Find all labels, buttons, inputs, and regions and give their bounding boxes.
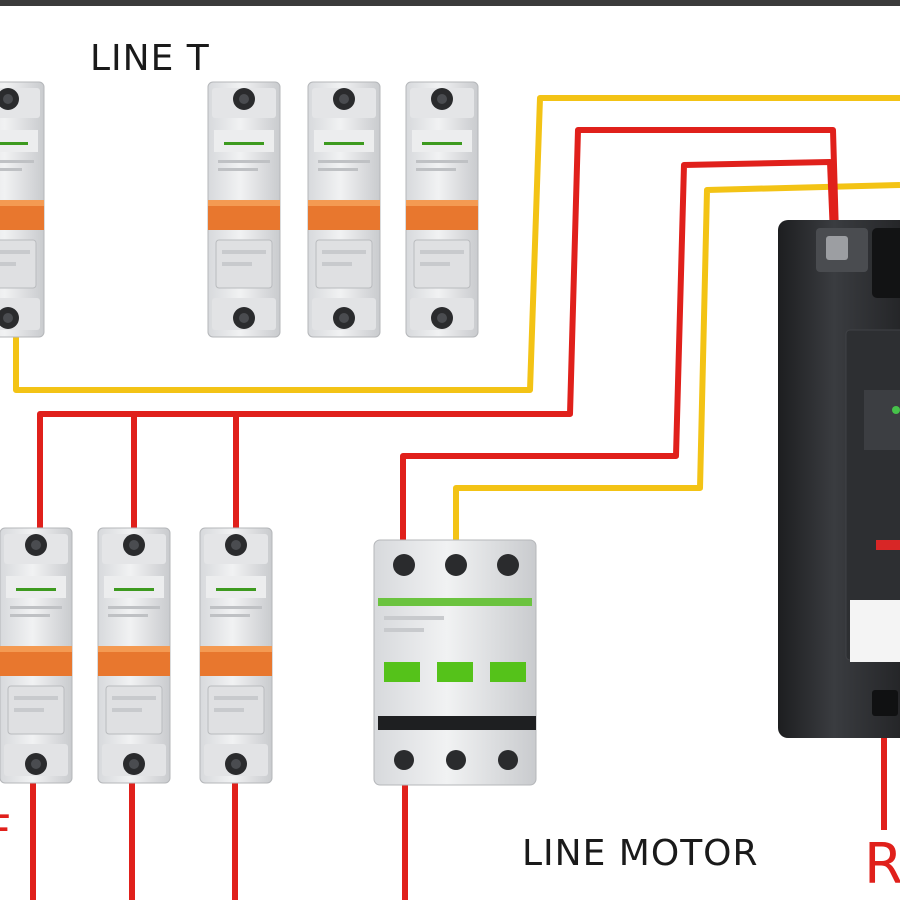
red-wire-bus bbox=[37, 127, 839, 540]
motor-breaker bbox=[373, 539, 537, 786]
top-breaker-2 bbox=[207, 81, 281, 338]
label-line-motor: LINE MOTOR bbox=[522, 833, 759, 874]
main-breaker bbox=[778, 220, 900, 738]
label-line-t: LINE T bbox=[90, 38, 210, 79]
yellow-wire-motor bbox=[453, 182, 900, 560]
top-border bbox=[0, 0, 900, 6]
bottom-breaker-2 bbox=[97, 527, 171, 784]
red-wire-motor bbox=[400, 159, 836, 560]
top-breaker-1 bbox=[0, 81, 45, 338]
yellow-wire-main bbox=[13, 95, 900, 393]
bottom-breaker-3 bbox=[199, 527, 273, 784]
top-breaker-4 bbox=[405, 81, 479, 338]
top-breaker-3 bbox=[307, 81, 381, 338]
bottom-breaker-1 bbox=[0, 527, 73, 784]
label-r-partial: R bbox=[864, 832, 900, 897]
label-f-partial: F bbox=[0, 806, 11, 857]
